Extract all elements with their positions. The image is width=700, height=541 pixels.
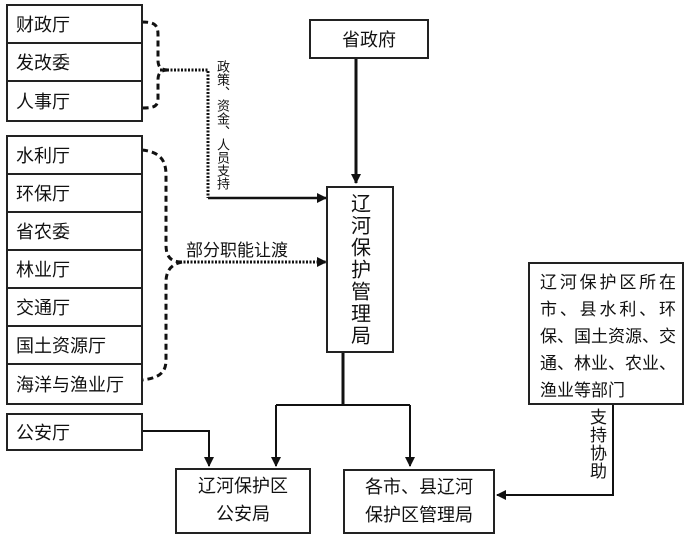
city-county-bureaus-label: 各市、县辽河 保护区管理局 (365, 476, 473, 526)
dept-ndrc: 发改委 (8, 44, 141, 82)
provincial-government-label: 省政府 (342, 30, 396, 51)
support-edge-label: 政策、资金、人员支持 (214, 60, 229, 190)
dept-transport: 交通厅 (8, 289, 141, 327)
dept-land-resources: 国土资源厅 (8, 327, 141, 365)
assist-edge-label: 支持协助 (586, 408, 606, 480)
function-brace (141, 148, 183, 382)
dept-water: 水利厅 (8, 137, 141, 175)
support-departments-group: 财政厅 发改委 人事厅 (6, 4, 143, 122)
public-security-bureau-node: 辽河保护区 公安局 (175, 468, 311, 534)
management-bureau-node: 辽河保护管理局 (326, 186, 394, 353)
provincial-government-node: 省政府 (309, 19, 429, 59)
transfer-edge-label: 部分职能让渡 (186, 241, 288, 261)
dept-environment: 环保厅 (8, 175, 141, 213)
local-departments-label: 辽河保护区所在市、县水利、环保、国土资源、交通、林业、农业、渔业等部门 (540, 273, 676, 401)
dept-ocean-fishery: 海洋与渔业厅 (16, 375, 124, 396)
management-bureau-label: 辽河保护管理局 (347, 192, 372, 347)
support-brace (141, 20, 169, 110)
public-security-bureau-label: 辽河保护区 公安局 (198, 476, 288, 525)
dept-finance: 财政厅 (8, 6, 141, 44)
police-dept-connector (142, 430, 214, 467)
public-security-dept-label: 公安厅 (16, 423, 70, 444)
city-county-bureaus-node: 各市、县辽河 保护区管理局 (343, 469, 495, 534)
support-connector (160, 68, 210, 198)
dept-forestry: 林业厅 (8, 251, 141, 289)
functional-departments-group: 水利厅 环保厅 省农委 林业厅 交通厅 国土资源厅 海洋与渔业厅 (6, 135, 143, 405)
dept-agriculture: 省农委 (8, 213, 141, 251)
public-security-dept-node: 公安厅 (6, 413, 143, 451)
dept-personnel: 人事厅 (16, 92, 70, 113)
local-departments-node: 辽河保护区所在市、县水利、环保、国土资源、交通、林业、农业、渔业等部门 (528, 262, 684, 405)
